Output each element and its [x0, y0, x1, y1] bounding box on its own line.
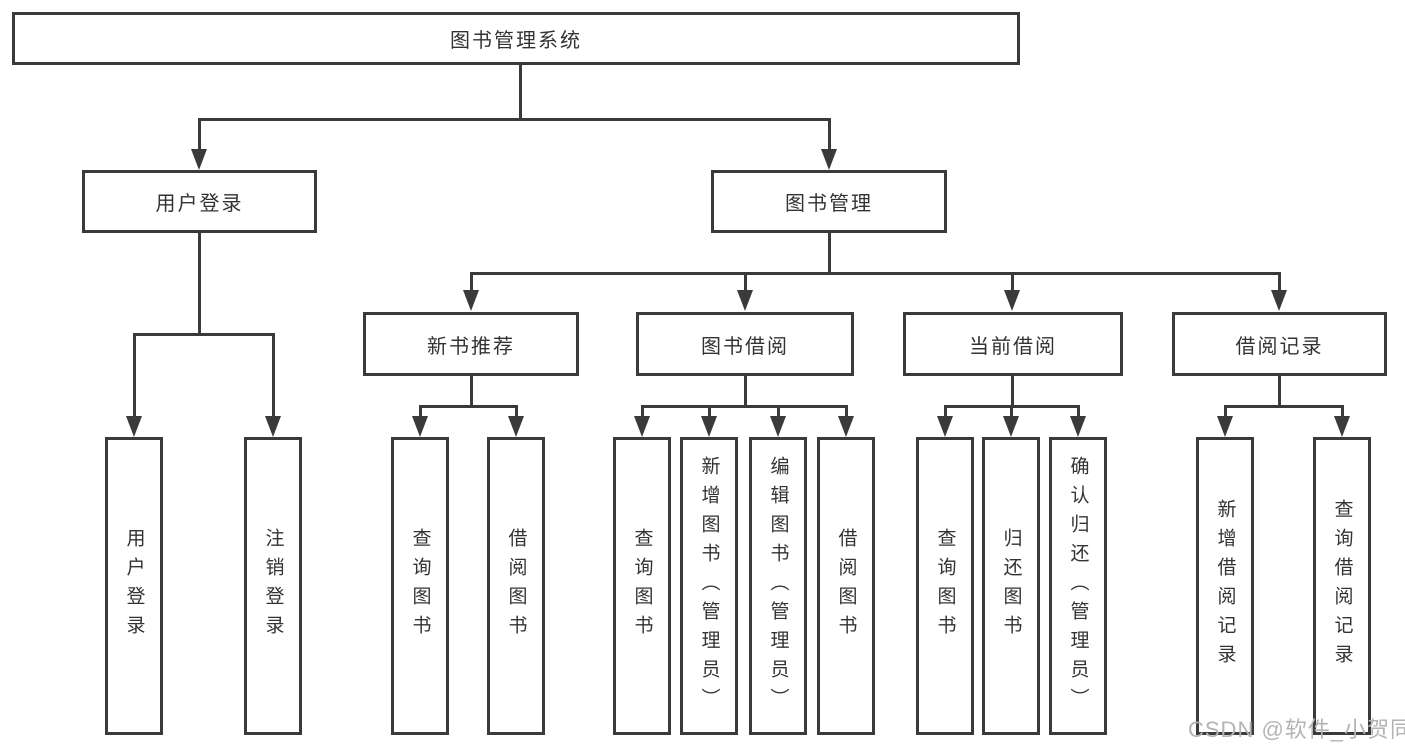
connector-line: [419, 405, 518, 408]
connector-line: [744, 272, 747, 292]
connector-line: [1011, 376, 1014, 407]
connector-line: [641, 405, 847, 408]
leaf-confirm-return-admin-label: 确认归还（管理员）: [1067, 455, 1089, 717]
arrow-down-icon: [265, 416, 281, 437]
connector-line: [1341, 405, 1344, 418]
node-book-borrow-label: 图书借阅: [701, 335, 789, 358]
leaf-borrow-books-2: 借阅图书: [817, 437, 875, 735]
connector-line: [198, 118, 201, 150]
leaf-add-books-admin-label: 新增图书（管理员）: [698, 455, 720, 717]
leaf-query-books-3-label: 查询图书: [934, 528, 956, 644]
arrow-down-icon: [1004, 290, 1020, 311]
connector-line: [828, 118, 831, 150]
leaf-query-borrow-record-label: 查询借阅记录: [1331, 499, 1353, 673]
connector-line: [470, 376, 473, 407]
arrow-down-icon: [1217, 416, 1233, 437]
node-current-borrow: 当前借阅: [903, 312, 1123, 376]
node-user-login: 用户登录: [82, 170, 317, 233]
connector-line: [641, 405, 644, 418]
connector-line: [515, 405, 518, 418]
arrow-down-icon: [1271, 290, 1287, 311]
connector-line: [198, 118, 831, 121]
connector-line: [470, 272, 473, 292]
arrow-down-icon: [937, 416, 953, 437]
arrow-down-icon: [126, 416, 142, 437]
arrow-down-icon: [1070, 416, 1086, 437]
arrow-down-icon: [1334, 416, 1350, 437]
arrow-down-icon: [821, 149, 837, 170]
node-current-borrow-label: 当前借阅: [969, 335, 1057, 358]
connector-line: [1278, 376, 1281, 407]
connector-line: [1010, 405, 1013, 418]
connector-line: [133, 333, 275, 336]
leaf-add-books-admin: 新增图书（管理员）: [680, 437, 738, 735]
node-user-login-label: 用户登录: [155, 193, 244, 215]
connector-line: [1278, 272, 1281, 292]
node-new-book-rec: 新书推荐: [363, 312, 579, 376]
leaf-query-books-2-label: 查询图书: [631, 528, 653, 644]
connector-line: [519, 65, 522, 120]
connector-line: [133, 333, 136, 417]
leaf-confirm-return-admin: 确认归还（管理员）: [1049, 437, 1107, 735]
arrow-down-icon: [838, 416, 854, 437]
arrow-down-icon: [463, 290, 479, 311]
node-book-mgmt-label: 图书管理: [785, 193, 873, 215]
connector-line: [744, 376, 747, 407]
arrow-down-icon: [508, 416, 524, 437]
leaf-user-login: 用户登录: [105, 437, 163, 735]
leaf-return-books-label: 归还图书: [1000, 528, 1022, 644]
leaf-query-books-2: 查询图书: [613, 437, 671, 735]
leaf-logout: 注销登录: [244, 437, 302, 735]
connector-line: [944, 405, 947, 418]
node-book-borrow: 图书借阅: [636, 312, 854, 376]
leaf-user-login-label: 用户登录: [123, 528, 145, 644]
leaf-borrow-books-2-label: 借阅图书: [835, 528, 857, 644]
leaf-add-borrow-record-label: 新增借阅记录: [1214, 499, 1236, 673]
node-borrow-records: 借阅记录: [1172, 312, 1387, 376]
connector-line: [708, 405, 711, 418]
connector-line: [1077, 405, 1080, 418]
node-root-label: 图书管理系统: [450, 30, 582, 52]
connector-line: [1224, 405, 1343, 408]
node-root: 图书管理系统: [12, 12, 1020, 65]
leaf-query-borrow-record: 查询借阅记录: [1313, 437, 1371, 735]
arrow-down-icon: [737, 290, 753, 311]
connector-line: [1224, 405, 1227, 418]
connector-line: [845, 405, 848, 418]
connector-line: [272, 333, 275, 417]
connector-line: [470, 272, 1281, 275]
leaf-edit-books-admin-label: 编辑图书（管理员）: [767, 455, 789, 717]
connector-line: [777, 405, 780, 418]
leaf-edit-books-admin: 编辑图书（管理员）: [749, 437, 807, 735]
csdn-watermark: CSDN @软件_小贺同学: [1188, 717, 1405, 742]
connector-line: [419, 405, 422, 418]
arrow-down-icon: [412, 416, 428, 437]
leaf-return-books: 归还图书: [982, 437, 1040, 735]
leaf-query-books-1-label: 查询图书: [409, 528, 431, 644]
leaf-query-books-1: 查询图书: [391, 437, 449, 735]
leaf-borrow-books-1: 借阅图书: [487, 437, 545, 735]
node-borrow-records-label: 借阅记录: [1235, 335, 1324, 358]
leaf-query-books-3: 查询图书: [916, 437, 974, 735]
arrow-down-icon: [191, 149, 207, 170]
arrow-down-icon: [770, 416, 786, 437]
connector-line: [198, 233, 201, 335]
connector-line: [1011, 272, 1014, 292]
leaf-borrow-books-1-label: 借阅图书: [505, 528, 527, 644]
node-new-book-rec-label: 新书推荐: [427, 335, 515, 358]
connector-line: [828, 233, 831, 275]
leaf-logout-label: 注销登录: [262, 528, 284, 644]
arrow-down-icon: [701, 416, 717, 437]
arrow-down-icon: [1003, 416, 1019, 437]
leaf-add-borrow-record: 新增借阅记录: [1196, 437, 1254, 735]
arrow-down-icon: [634, 416, 650, 437]
node-book-mgmt: 图书管理: [711, 170, 947, 233]
